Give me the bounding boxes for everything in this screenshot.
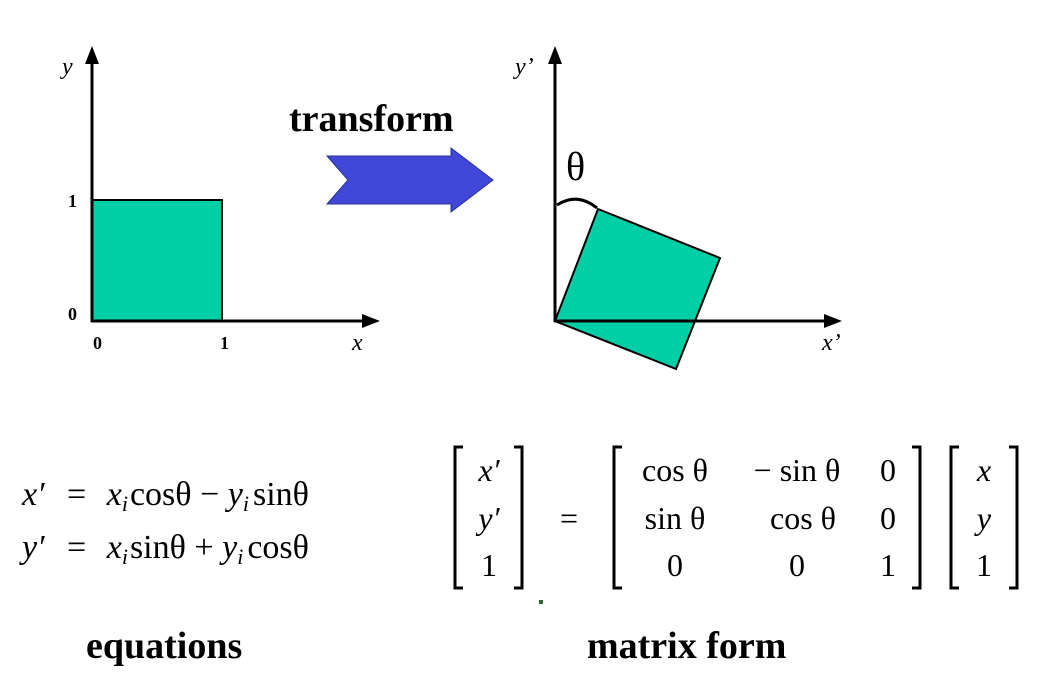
transform-arrow: transform [289, 98, 494, 214]
rotated-square [553, 207, 722, 371]
transform-label: transform [289, 98, 454, 140]
right-y-axis-label: y’ [513, 54, 534, 80]
right-vector-bracket-close [1009, 445, 1019, 590]
m-1-2: 0 [880, 500, 896, 536]
m-0-1: − sin θ [754, 452, 841, 488]
y-tick-0: 0 [68, 304, 77, 324]
m-2-2: 1 [880, 547, 896, 583]
angle-label: θ [566, 144, 585, 189]
left-vector-bracket-open [453, 445, 463, 590]
vec-left-2: 1 [481, 547, 497, 583]
right-x-axis-arrowhead [824, 314, 842, 328]
right-x-axis-label: x’ [821, 330, 841, 356]
left-x-axis-label: x [351, 330, 363, 356]
left-y-axis-label: y [60, 54, 73, 80]
equations-caption: equations [86, 625, 242, 667]
matrix-form-caption: matrix form [587, 625, 786, 667]
stray-dot [539, 600, 543, 604]
m-0-0: cos θ [642, 452, 708, 488]
left-vector-bracket-close [514, 445, 524, 590]
rotation-matrix-bracket-close [912, 445, 922, 590]
m-1-1: cos θ [770, 500, 836, 536]
left-x-axis-arrowhead [362, 314, 380, 328]
right-plot: y’ x’ θ [513, 46, 842, 371]
block-arrow-icon [325, 146, 494, 214]
left-plot: y x 1 0 0 1 [60, 46, 380, 356]
x-tick-1: 1 [220, 333, 229, 353]
vec-right-2: 1 [976, 547, 992, 583]
angle-arc [556, 197, 598, 210]
matrix-equals: = [560, 500, 578, 536]
m-0-2: 0 [880, 452, 896, 488]
rotation-matrix-bracket-open [612, 445, 622, 590]
vec-left-1: y′ [475, 500, 500, 536]
right-y-axis-arrowhead [548, 46, 562, 64]
unit-square [91, 199, 223, 322]
m-1-0: sin θ [645, 500, 706, 536]
x-tick-0: 0 [93, 333, 102, 353]
vec-right-0: x [976, 452, 991, 488]
matrix-form: x′ y′ 1 = cos θ − sin θ 0 sin θ cos θ 0 … [453, 445, 1019, 604]
left-y-axis-arrowhead [85, 46, 99, 64]
vec-left-0: x′ [477, 452, 500, 488]
right-vector-bracket-open [949, 445, 959, 590]
vec-right-1: y [974, 500, 992, 536]
m-2-1: 0 [789, 547, 805, 583]
m-2-0: 0 [667, 547, 683, 583]
y-tick-1: 1 [68, 191, 77, 211]
